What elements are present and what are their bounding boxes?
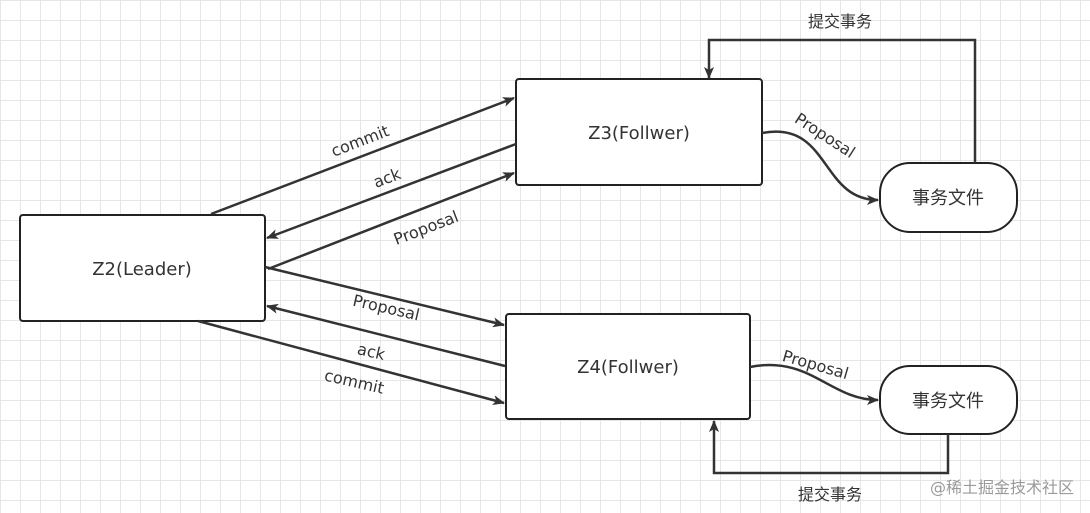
edge-commit-z2-z3 xyxy=(210,96,515,216)
edge-ack-z4-z2 xyxy=(266,303,506,368)
edge-proposal-z2-z3 xyxy=(267,171,515,271)
node-z2-leader[interactable]: Z2(Leader) xyxy=(19,214,266,322)
edge-submit-top xyxy=(704,38,977,163)
edge-submit-bottom xyxy=(709,420,950,475)
node-z4-follower[interactable]: Z4(Follwer) xyxy=(505,313,751,420)
label-submit-bottom: 提交事务 xyxy=(798,485,862,504)
node-z3-label: Z3(Follwer) xyxy=(588,123,690,144)
edge-commit-z2-z4 xyxy=(197,319,505,405)
label-ack-bottom: ack xyxy=(356,339,388,364)
label-commit-bottom: commit xyxy=(323,366,386,398)
node-file-top-label: 事务文件 xyxy=(912,188,984,209)
node-z3-follower[interactable]: Z3(Follwer) xyxy=(515,78,763,186)
node-file-bottom[interactable]: 事务文件 xyxy=(879,365,1018,435)
edge-proposal-z3-file xyxy=(761,130,879,205)
watermark: @稀土掘金技术社区 xyxy=(930,478,1074,497)
label-proposal-z3-file: Proposal xyxy=(791,109,858,162)
label-proposal-top: Proposal xyxy=(391,207,461,249)
edge-proposal-z2-z4 xyxy=(264,265,505,328)
label-commit-top: commit xyxy=(328,121,391,160)
label-submit-top: 提交事务 xyxy=(808,12,872,31)
edge-ack-z3-z2 xyxy=(266,142,517,240)
node-z4-label: Z4(Follwer) xyxy=(577,357,679,378)
node-file-top[interactable]: 事务文件 xyxy=(879,162,1018,233)
node-z2-label: Z2(Leader) xyxy=(92,259,192,280)
edge-proposal-z4-file xyxy=(749,363,879,405)
node-file-bottom-label: 事务文件 xyxy=(912,391,984,412)
